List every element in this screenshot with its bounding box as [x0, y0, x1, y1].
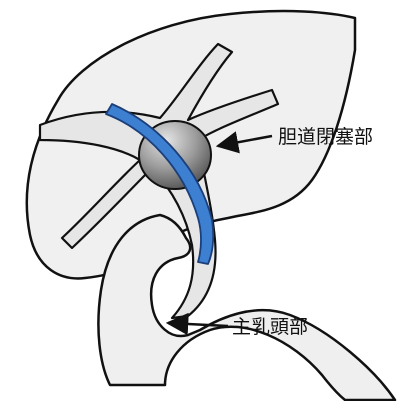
duodenum [98, 215, 395, 400]
papilla-label: 主乳頭部 [232, 316, 308, 338]
obstruction-label: 胆道閉塞部 [278, 126, 373, 148]
